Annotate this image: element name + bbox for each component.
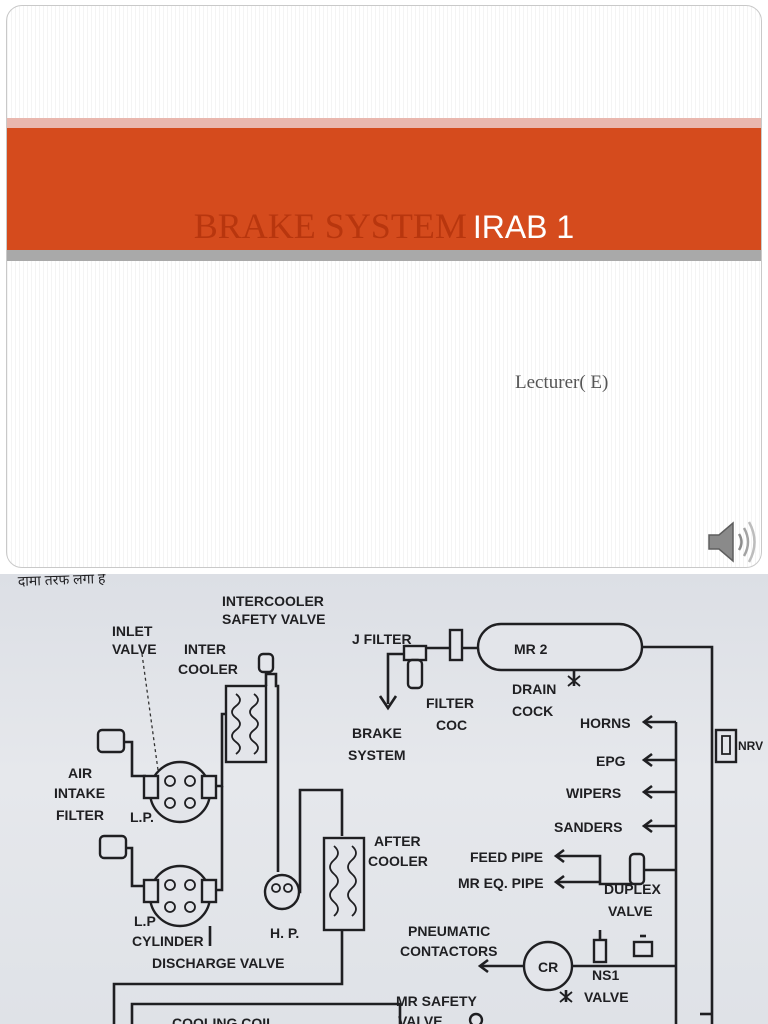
brake-system-diagram: दामा तरफ लगा हे xyxy=(0,574,768,1024)
label-hp: H. P. xyxy=(270,925,299,941)
label-brake-system: BRAKE xyxy=(352,725,402,741)
title-band xyxy=(7,128,761,250)
j-filter xyxy=(402,644,428,662)
speaker-icon[interactable] xyxy=(703,516,761,567)
label-filter-coc: FILTER xyxy=(426,695,474,711)
label-duplex-valve: DUPLEX xyxy=(604,881,661,897)
label-inter-cooler: INTER xyxy=(184,641,226,657)
air-intake-filter-lower xyxy=(98,834,128,860)
label-epg: EPG xyxy=(596,753,626,769)
label-discharge-valve: DISCHARGE VALVE xyxy=(152,955,285,971)
label-filter-coc-2: COC xyxy=(436,717,467,733)
accent-stripe-top xyxy=(7,118,761,128)
label-lp: L.P. xyxy=(130,809,154,825)
label-pneumatic-contactors-2: CONTACTORS xyxy=(400,943,497,959)
after-cooler xyxy=(322,836,366,932)
intercooler-safety-valve xyxy=(257,652,275,674)
label-feed-pipe: FEED PIPE xyxy=(470,849,543,865)
label-nrv: NRV xyxy=(738,739,763,753)
label-ns1-valve-2: VALVE xyxy=(584,989,629,1005)
accent-stripe-bottom xyxy=(7,250,761,261)
label-intercooler-safety: INTERCOOLER xyxy=(222,593,324,609)
intercooler xyxy=(224,684,268,764)
air-intake-filter-upper xyxy=(96,728,126,754)
header-hindi-text: दामा तरफ लगा हे xyxy=(18,574,107,589)
label-j-filter: J FILTER xyxy=(352,631,412,647)
label-inlet-valve: INLET xyxy=(112,623,153,639)
label-mr-safety-valve-2: VALVE xyxy=(398,1013,443,1024)
ns1-valve xyxy=(592,938,608,964)
label-horns: HORNS xyxy=(580,715,631,731)
label-cooling-coil: COOLING COIL xyxy=(172,1015,275,1024)
label-pneumatic-contactors: PNEUMATIC xyxy=(408,923,490,939)
slide-title-main: BRAKE SYSTEM xyxy=(193,206,467,246)
label-air-intake: AIR xyxy=(68,765,92,781)
label-sanders: SANDERS xyxy=(554,819,622,835)
label-mr-eq-pipe: MR EQ. PIPE xyxy=(458,875,544,891)
label-air-intake-3: FILTER xyxy=(56,807,104,823)
label-inter-cooler-2: COOLER xyxy=(178,661,238,677)
label-lp-cylinder-2: CYLINDER xyxy=(132,933,204,949)
label-air-intake-2: INTAKE xyxy=(54,785,105,801)
label-brake-system-2: SYSTEM xyxy=(348,747,406,763)
hp-cylinder xyxy=(263,873,301,911)
label-drain-cock-2: COCK xyxy=(512,703,553,719)
label-after-cooler-2: COOLER xyxy=(368,853,428,869)
label-lp-cylinder: L.P xyxy=(134,913,156,929)
label-after-cooler: AFTER xyxy=(374,833,421,849)
label-drain-cock: DRAIN xyxy=(512,681,556,697)
filter-coc xyxy=(448,628,464,662)
label-cr: CR xyxy=(538,959,558,975)
label-mr2: MR 2 xyxy=(514,641,548,657)
label-inlet-valve-2: VALVE xyxy=(112,641,157,657)
slide-title-code: IRAB 1 xyxy=(472,209,575,245)
label-wipers: WIPERS xyxy=(566,785,621,801)
nrv-valve xyxy=(714,728,738,764)
label-mr-safety-valve: MR SAFETY xyxy=(396,993,478,1009)
slide-subtitle: Lecturer( E) xyxy=(515,372,609,393)
label-intercooler-safety-2: SAFETY VALVE xyxy=(222,611,325,627)
duplex-valve xyxy=(628,852,646,886)
label-duplex-valve-2: VALVE xyxy=(608,903,653,919)
mr2-reservoir xyxy=(476,622,644,672)
label-ns1-valve: NS1 xyxy=(592,967,619,983)
